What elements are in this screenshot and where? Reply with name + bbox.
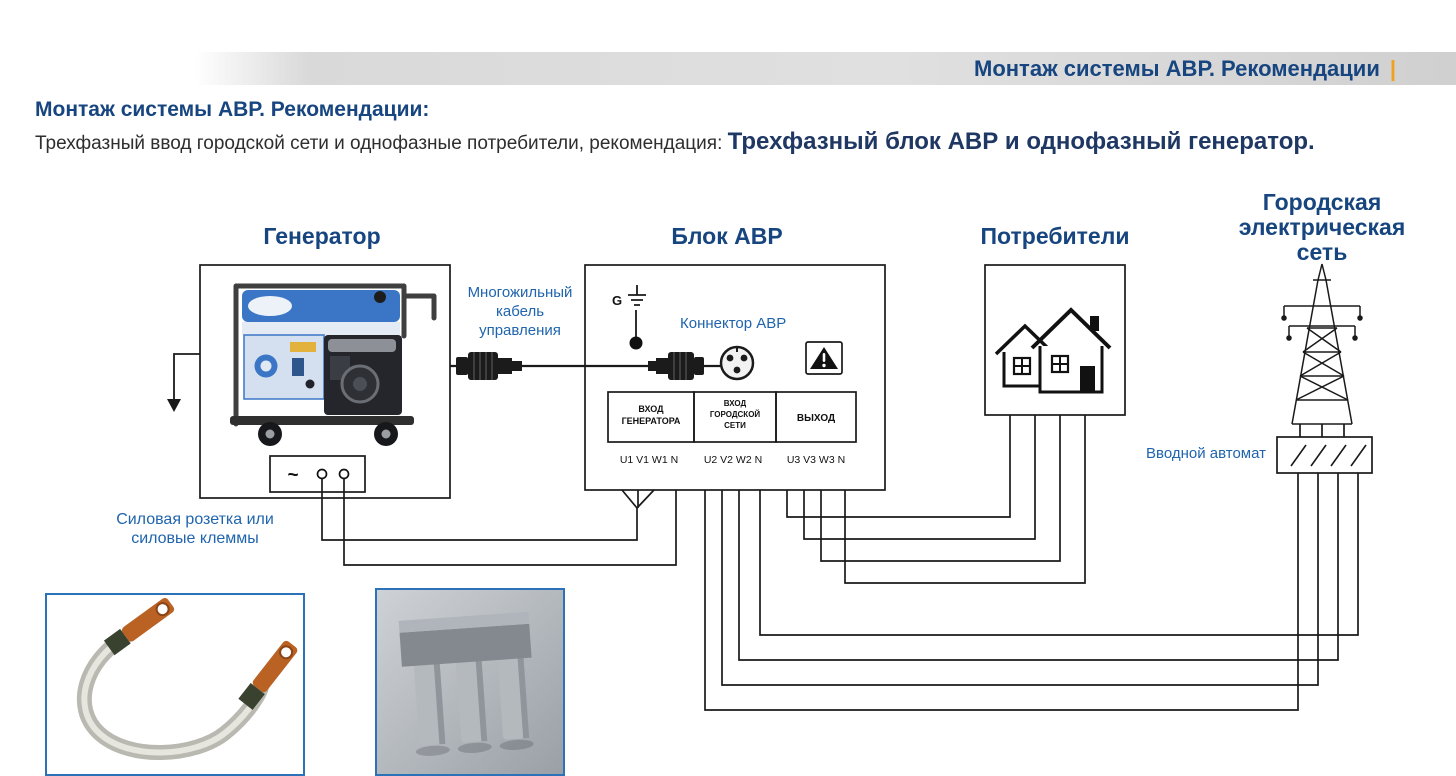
wire-city-n (759, 473, 1359, 636)
generator-earth-arrow-icon (167, 353, 200, 412)
terminal-row-generator: U1 V1 W1 N (620, 454, 678, 466)
consumers-box (984, 264, 1126, 416)
avr-round-connector-icon (719, 345, 755, 381)
breaker-label: Вводной автомат (1146, 445, 1266, 462)
cable-connector-icon (648, 352, 704, 380)
wire-output-u3 (786, 415, 1011, 518)
cable-lug-icon (103, 597, 175, 656)
generator-image (230, 283, 437, 446)
header-bar: Монтаж системы АВР. Рекомендации | (195, 52, 1456, 85)
houses-icon (994, 307, 1112, 394)
terminal-box-city-line3: СЕТИ (724, 421, 746, 430)
jumper-cable-image (76, 597, 298, 760)
wire-generator-neutral (343, 479, 677, 566)
busbar-jumper-photo (375, 588, 565, 776)
grid-section-label: Городская электрическая сеть (1238, 189, 1406, 265)
control-cable-label: Многожильный кабель управления (467, 284, 573, 339)
terminal-box-generator-line1: ВХОД (638, 404, 664, 414)
terminal-row-city: U2 V2 W2 N (704, 454, 762, 466)
generator-box (199, 264, 451, 499)
consumers-section-label: Потребители (980, 223, 1130, 249)
terminal-row-output: U3 V3 W3 N (787, 454, 845, 466)
ground-letter: G (612, 293, 622, 308)
intro-text: Трехфазный ввод городской сети и однофаз… (35, 126, 1365, 160)
header-accent-bar: | (1389, 55, 1396, 81)
terminal-box-output-line1: ВЫХОД (797, 413, 835, 424)
power-socket-box (269, 455, 366, 493)
avr-ground-icon (628, 285, 646, 350)
intro-normal: Трехфазный ввод городской сети и однофаз… (35, 133, 723, 154)
control-cable (450, 345, 755, 381)
socket-terminals (316, 468, 350, 480)
socket-tilde: ~ (287, 465, 298, 486)
socket-label: Силовая розетка или силовые клеммы (116, 511, 274, 547)
cable-lug-icon (238, 640, 298, 710)
terminal-box-city-line2: ГОРОДСКОЙ (710, 410, 761, 419)
input-breaker-box (1276, 436, 1373, 474)
avr-section-label: Блок АВР (671, 223, 783, 249)
wire-city-u2 (704, 473, 1299, 711)
wires (321, 415, 1359, 711)
wire-output-n (844, 415, 1086, 584)
diagram-boxes (199, 264, 1373, 499)
wire-generator-phase (321, 479, 638, 541)
jumper-cable-photo (45, 593, 305, 776)
generator-section-label: Генератор (263, 223, 381, 249)
cable-connector-icon (456, 352, 522, 380)
terminal-box-city-line1: ВХОД (724, 399, 747, 408)
wire-city-w2 (738, 473, 1339, 661)
header-title: Монтаж системы АВР. Рекомендации (974, 55, 1380, 81)
terminal-box-generator-line2: ГЕНЕРАТОРА (622, 416, 681, 426)
intro-bold: Трехфазный блок АВР и однофазный генерат… (727, 128, 1315, 155)
breaker-symbols-icon (1290, 444, 1367, 467)
wire-phase-jumper (621, 489, 655, 509)
page-heading: Монтаж системы АВР. Рекомендации: (35, 98, 430, 121)
wire-tower-to-breaker (1299, 424, 1345, 437)
avr-connector-label: Коннектор АВР (680, 315, 787, 332)
terminal-box-output (775, 391, 857, 443)
wire-city-v2 (721, 473, 1319, 686)
avr-box (584, 264, 886, 491)
wire-output-w3 (820, 415, 1061, 562)
power-tower-icon (1281, 263, 1363, 425)
warning-icon (805, 341, 843, 375)
wire-output-v3 (803, 415, 1036, 540)
busbar-jumper-image (398, 611, 534, 756)
